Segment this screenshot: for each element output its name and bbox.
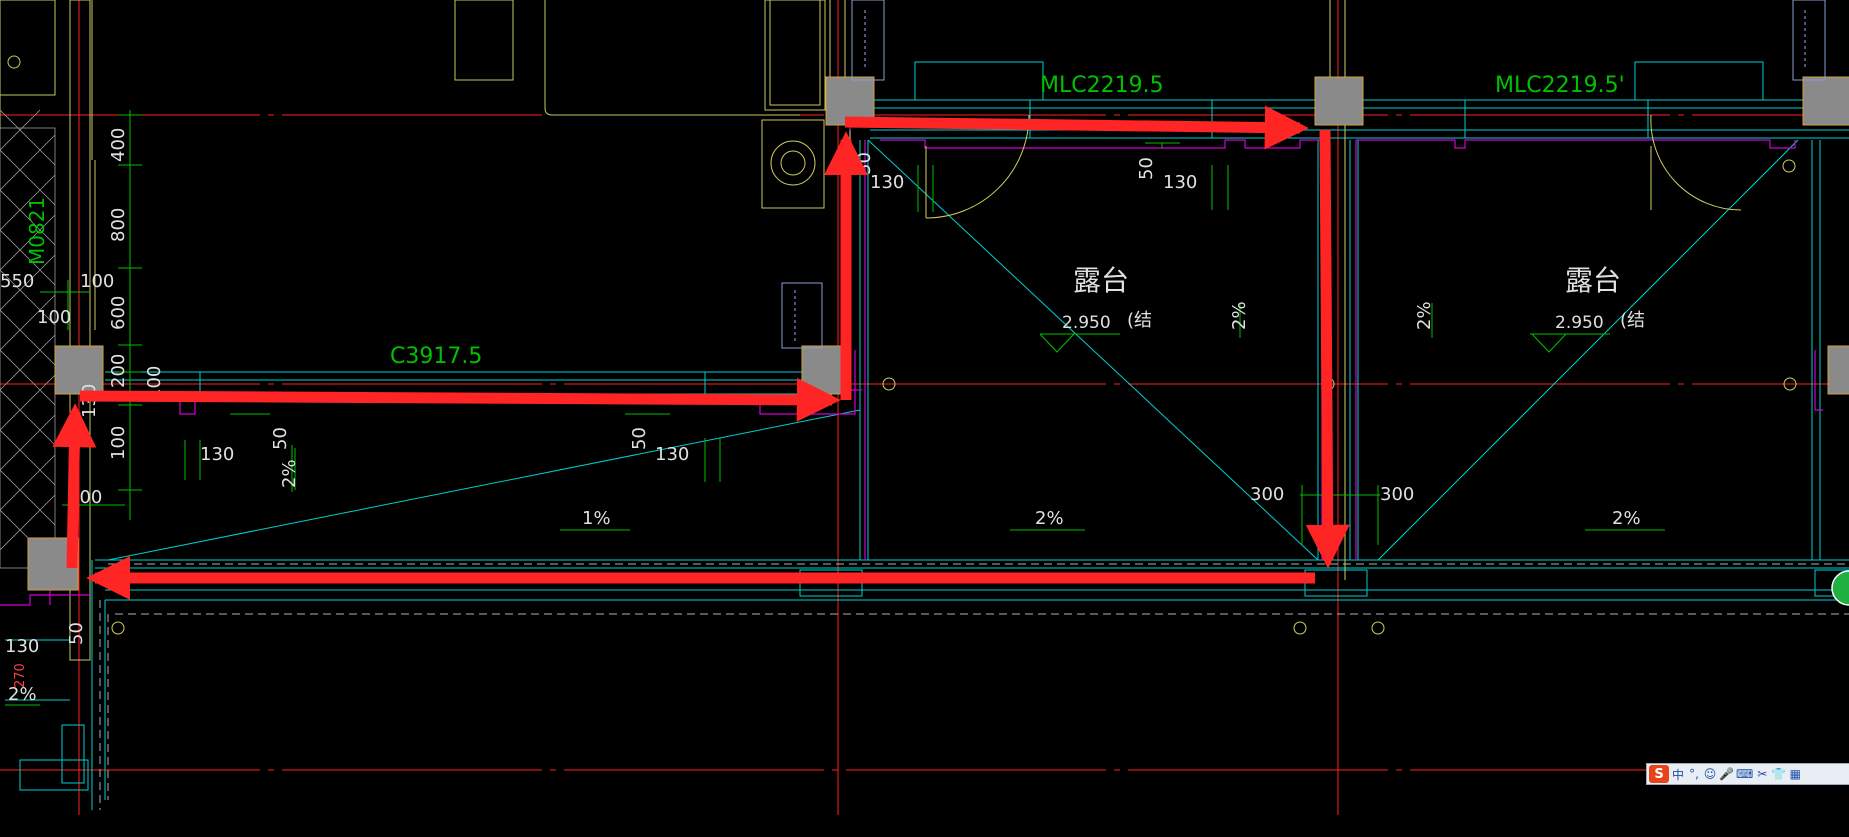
dim-text: 50 xyxy=(66,622,87,645)
dim-text: 300 xyxy=(1250,484,1284,505)
slope-text: 2% xyxy=(8,684,37,705)
dim-text: 50 xyxy=(270,427,291,450)
window-tag-c: C3917.5 xyxy=(390,344,482,369)
dim-text: 800 xyxy=(108,208,129,242)
dim-text: 50 xyxy=(854,152,875,175)
dim-text: 400 xyxy=(108,128,129,162)
ime-lang-toggle[interactable]: 中 xyxy=(1671,767,1684,782)
arrow-left-up xyxy=(52,403,97,569)
window-tag-mlc-right: MLC2219.5' xyxy=(1495,73,1625,98)
arrow-top xyxy=(844,105,1309,150)
room-name-left: 露台 xyxy=(1073,264,1129,297)
dim-text: 50 xyxy=(629,427,650,450)
red-annotation-arrows xyxy=(52,105,1350,600)
dim-text: 130 xyxy=(655,444,689,465)
slope-text: 2% xyxy=(1414,301,1435,330)
sogou-logo-icon[interactable]: S xyxy=(1649,765,1669,783)
dim-text: 600 xyxy=(108,296,129,330)
dim-text: 50 xyxy=(1136,157,1157,180)
slope-text: 2% xyxy=(1229,301,1250,330)
wall-lines xyxy=(5,61,1849,810)
window-tag-mlc-left: MLC2219.5 xyxy=(1040,73,1164,98)
elevation-left: 2.950 xyxy=(1062,313,1111,333)
slope-text: 1% xyxy=(582,508,611,529)
slope-text: 2% xyxy=(1612,508,1641,529)
dim-text: 550 xyxy=(0,271,34,292)
dim-text: 130 xyxy=(200,444,234,465)
dim-text: 130 xyxy=(870,172,904,193)
door-tag-m: M0821 xyxy=(25,197,49,265)
drawing-labels: MLC2219.5 MLC2219.5' C3917.5 M0821 露台 露台… xyxy=(25,73,1645,369)
slope-text: 2% xyxy=(279,459,300,488)
struct-note-left: (结 xyxy=(1127,310,1152,331)
arrow-right-down xyxy=(1305,129,1350,569)
tools-icon[interactable]: ✂ xyxy=(1757,767,1768,781)
dim-text: 200 xyxy=(108,354,129,388)
menu-grid-icon[interactable]: ▦ xyxy=(1789,767,1801,781)
ime-punct-toggle[interactable]: °, xyxy=(1689,767,1699,781)
equipment-boxes xyxy=(781,0,1826,349)
elevation-right: 2.950 xyxy=(1555,313,1604,333)
room-name-right: 露台 xyxy=(1565,264,1621,297)
dim-text: 100 xyxy=(108,426,129,460)
dim-text: 300 xyxy=(1380,484,1414,505)
mic-icon[interactable]: 🎤 xyxy=(1719,767,1734,781)
dim-text: 130 xyxy=(5,636,39,657)
emoji-icon[interactable]: ☺ xyxy=(1703,767,1717,781)
keyboard-icon[interactable]: ⌨ xyxy=(1735,767,1754,781)
elevation-markers xyxy=(1039,333,1610,353)
dimension-lines xyxy=(5,110,1665,706)
struct-note-right: (结 xyxy=(1620,310,1645,331)
skin-icon[interactable]: 👕 xyxy=(1771,767,1787,781)
dim-text: 270 xyxy=(13,663,28,688)
dim-text: 130 xyxy=(1163,172,1197,193)
callout-badge xyxy=(1831,570,1849,606)
ime-toolbar[interactable]: S 中 °, ☺ 🎤 ⌨ ✂ 👕 ▦ xyxy=(1646,763,1849,785)
slope-text: 2% xyxy=(1035,508,1064,529)
dim-text: 100 xyxy=(80,271,114,292)
slope-texts: 1% 2% 2% 2% 2% 2% 2% xyxy=(8,301,1641,705)
arrow-mid xyxy=(79,377,841,422)
dashed-edges xyxy=(99,563,1849,810)
dim-text: 100 xyxy=(37,307,71,328)
